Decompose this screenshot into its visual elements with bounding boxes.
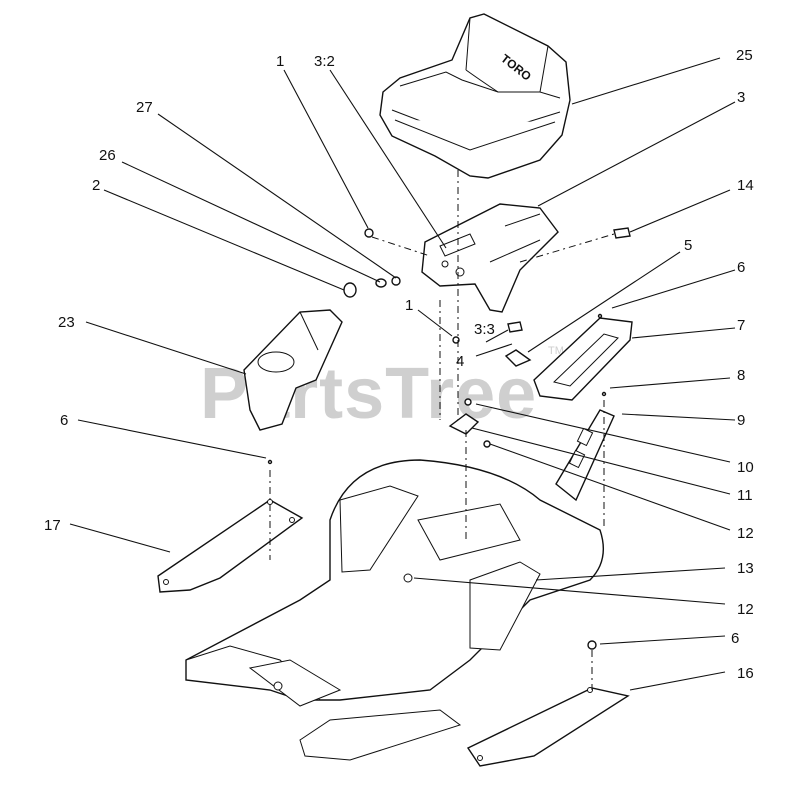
- callout-12-upper[interactable]: 12: [737, 525, 754, 542]
- callout-5[interactable]: 5: [684, 237, 692, 254]
- callout-6-lower[interactable]: 6: [731, 630, 739, 647]
- callout-12-lower[interactable]: 12: [737, 601, 754, 618]
- callout-7[interactable]: 7: [737, 317, 745, 334]
- callout-8[interactable]: 8: [737, 367, 745, 384]
- callout-11[interactable]: 11: [737, 487, 753, 504]
- callout-4[interactable]: 4: [456, 353, 464, 370]
- callout-10[interactable]: 10: [737, 459, 754, 476]
- callout-3[interactable]: 3: [737, 89, 745, 106]
- gasket-part[interactable]: [555, 409, 615, 502]
- fender-body-part[interactable]: [185, 459, 604, 761]
- callout-3-3[interactable]: 3:3: [474, 321, 495, 338]
- callout-25[interactable]: 25: [736, 47, 753, 64]
- screw-8[interactable]: [601, 391, 607, 397]
- callout-23[interactable]: 23: [58, 314, 75, 331]
- bumper-6-lower[interactable]: [587, 640, 597, 650]
- seat-pan-part[interactable]: [421, 203, 559, 313]
- callout-1-top[interactable]: 1: [276, 53, 284, 70]
- callout-9[interactable]: 9: [737, 412, 745, 429]
- hardware-right-group[interactable]: [504, 227, 631, 367]
- callout-26[interactable]: 26: [99, 147, 116, 164]
- callout-labels: 25 3 1 3:2 27 26 2 14 5 6 7 1 3:3 4 23 8…: [44, 47, 754, 682]
- footrest-plate-right[interactable]: [466, 687, 630, 767]
- watermark-tm: TM: [548, 345, 564, 357]
- cup-holder-part[interactable]: [243, 309, 343, 431]
- callout-13[interactable]: 13: [737, 560, 754, 577]
- callout-16[interactable]: 16: [737, 665, 754, 682]
- leader-lines: [69, 57, 736, 691]
- callout-14[interactable]: 14: [737, 177, 754, 194]
- callout-6-upper[interactable]: 6: [737, 259, 745, 276]
- callout-1-mid[interactable]: 1: [405, 297, 413, 314]
- callout-27[interactable]: 27: [136, 99, 153, 116]
- latch-part[interactable]: [448, 398, 491, 448]
- seat-part[interactable]: TORO: [379, 13, 571, 179]
- callout-17[interactable]: 17: [44, 517, 61, 534]
- callout-6-left[interactable]: 6: [60, 412, 68, 429]
- assembly-lines: [269, 170, 615, 690]
- bumper-6-left[interactable]: [267, 459, 273, 465]
- bumper-6-upper[interactable]: [597, 313, 603, 319]
- callout-2[interactable]: 2: [92, 177, 100, 194]
- footrest-plate-left[interactable]: [157, 499, 304, 593]
- callout-3-2[interactable]: 3:2: [314, 53, 335, 70]
